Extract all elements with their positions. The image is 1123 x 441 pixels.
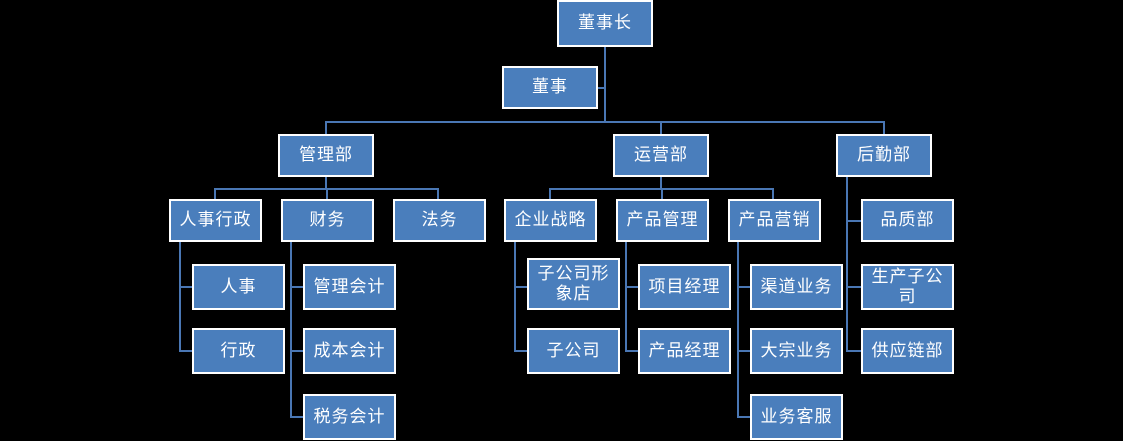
org-node-n0[interactable]: 董事长 (557, 0, 653, 47)
connector-director-trunk-v (604, 87, 606, 122)
org-node-n17[interactable]: 子公司形象店 (527, 258, 620, 310)
connector-houqinbu-spine-v (846, 177, 848, 352)
connector-qiyezhanlue-spine-v (514, 242, 516, 352)
connector-level2-bus-h (325, 121, 884, 123)
connector-to-chanpinguanli-v (661, 188, 663, 200)
org-node-n15[interactable]: 成本会计 (303, 328, 396, 374)
connector-chanpinjingli-stub-h (625, 350, 639, 352)
connector-to-qiyezhanlue-v (549, 188, 551, 200)
connector-renshi-stub-h (179, 286, 193, 288)
org-node-n12[interactable]: 人事 (192, 264, 285, 310)
org-node-n21[interactable]: 渠道业务 (750, 264, 843, 310)
connector-zigongsixingxiangdian-stub-h (514, 286, 528, 288)
connector-shuiwukuaiji-stub-h (290, 416, 304, 418)
org-node-n23[interactable]: 业务客服 (750, 394, 843, 440)
org-node-n8[interactable]: 企业战略 (504, 199, 597, 242)
org-node-n24[interactable]: 生产子公司 (861, 264, 954, 310)
org-node-n7[interactable]: 法务 (393, 199, 486, 242)
connector-chengbenkuaiji-stub-h (290, 350, 304, 352)
org-node-n18[interactable]: 子公司 (527, 328, 620, 374)
connector-chairman-to-director-h (596, 87, 606, 89)
connector-to-renshixingzheng-v (214, 188, 216, 200)
connector-to-chanpinyingxiao-v (772, 188, 774, 200)
connector-to-fawu-v (437, 188, 439, 200)
connector-yunyingbu-drop-v (660, 177, 662, 189)
org-node-n1[interactable]: 董事 (502, 66, 598, 109)
connector-chanpinyingxiao-spine-v (737, 242, 739, 417)
org-node-n14[interactable]: 管理会计 (303, 264, 396, 310)
connector-guanlikuaiji-stub-h (290, 286, 304, 288)
connector-to-guanlibu-v (325, 121, 327, 135)
org-node-n2[interactable]: 管理部 (278, 134, 374, 177)
connector-to-caiwu-v (326, 188, 328, 200)
connector-guanlibu-drop-v (325, 177, 327, 189)
connector-to-houqinbu-v (883, 121, 885, 135)
org-node-n11[interactable]: 品质部 (861, 199, 954, 242)
org-node-n10[interactable]: 产品营销 (728, 199, 821, 242)
connector-chairman-to-director-v (604, 47, 606, 89)
connector-chanpinguanli-spine-v (625, 242, 627, 352)
org-node-n9[interactable]: 产品管理 (616, 199, 709, 242)
connector-zigongsi-stub-h (514, 350, 528, 352)
connector-houqinbu-stub-shengchan-h (846, 286, 862, 288)
org-node-n19[interactable]: 项目经理 (638, 264, 731, 310)
org-node-n4[interactable]: 后勤部 (836, 134, 932, 177)
org-node-n22[interactable]: 大宗业务 (750, 328, 843, 374)
org-node-n6[interactable]: 财务 (281, 199, 374, 242)
connector-qudaoyewu-stub-h (737, 286, 751, 288)
connector-houqinbu-stub-pinzhi-h (846, 220, 862, 222)
org-node-n13[interactable]: 行政 (192, 328, 285, 374)
connector-yewukefu-stub-h (737, 416, 751, 418)
org-node-n3[interactable]: 运营部 (613, 134, 709, 177)
connector-xiangmujingli-stub-h (625, 286, 639, 288)
org-node-n25[interactable]: 供应链部 (861, 328, 954, 374)
connector-xingzheng-stub-h (179, 350, 193, 352)
org-node-n5[interactable]: 人事行政 (169, 199, 262, 242)
connector-caiwu-spine-v (290, 242, 292, 417)
org-node-n20[interactable]: 产品经理 (638, 328, 731, 374)
connector-to-yunyingbu-v (660, 121, 662, 135)
connector-renshixingzheng-spine-v (179, 242, 181, 352)
connector-houqinbu-stub-gongying-h (846, 350, 862, 352)
connector-dazongyewu-stub-h (737, 350, 751, 352)
org-node-n16[interactable]: 税务会计 (303, 394, 396, 440)
